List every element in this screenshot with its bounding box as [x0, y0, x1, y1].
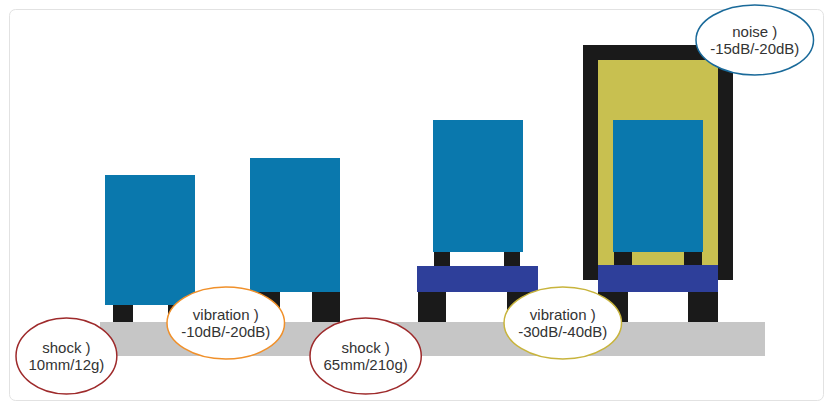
callout-text: vibration )	[530, 306, 596, 323]
callout-text: shock )	[42, 339, 90, 356]
callout-body: noise )-15dB/-20dB)	[695, 4, 815, 76]
mount	[312, 292, 340, 322]
callout-text: -10dB/-20dB)	[181, 323, 270, 340]
ellipse	[167, 287, 285, 359]
shock-callout: shock )65mm/210g)	[309, 317, 422, 395]
machine	[613, 120, 703, 252]
enclosure-lining	[598, 60, 718, 265]
machine	[250, 158, 340, 292]
mount	[434, 252, 450, 266]
callout-text: vibration )	[193, 306, 259, 323]
ellipse	[504, 287, 622, 359]
shock-callout: shock )10mm/12g)	[15, 317, 118, 395]
callout-body: vibration )-30dB/-40dB)	[503, 286, 623, 360]
noise-callout: noise )-15dB/-20dB)	[695, 4, 815, 76]
enclosure	[583, 45, 733, 280]
base-frame	[598, 265, 718, 292]
callout-text: noise )	[732, 23, 777, 40]
frame	[10, 10, 824, 401]
callout-text: 65mm/210g)	[324, 356, 408, 373]
callout-text: -15dB/-20dB)	[710, 40, 799, 57]
mount	[418, 292, 446, 322]
machine	[433, 120, 523, 252]
ellipse	[696, 5, 814, 75]
callout-text: -30dB/-40dB)	[518, 323, 607, 340]
callout-body: shock )65mm/210g)	[309, 317, 422, 395]
mount	[684, 252, 702, 265]
callout-text: 10mm/12g)	[28, 356, 104, 373]
mount	[614, 252, 632, 265]
base-frame	[417, 266, 538, 292]
vibration-callout: vibration )-30dB/-40dB)	[503, 286, 623, 360]
foot	[113, 304, 133, 322]
ellipse	[16, 318, 117, 394]
mount	[688, 292, 718, 322]
mount	[504, 252, 520, 266]
machine	[105, 175, 195, 305]
callout-body: vibration )-10dB/-20dB)	[166, 286, 286, 360]
vibration-callout: vibration )-10dB/-20dB)	[166, 286, 286, 360]
ellipse	[310, 318, 421, 394]
callout-body: shock )10mm/12g)	[15, 317, 118, 395]
callout-text: shock )	[341, 339, 389, 356]
